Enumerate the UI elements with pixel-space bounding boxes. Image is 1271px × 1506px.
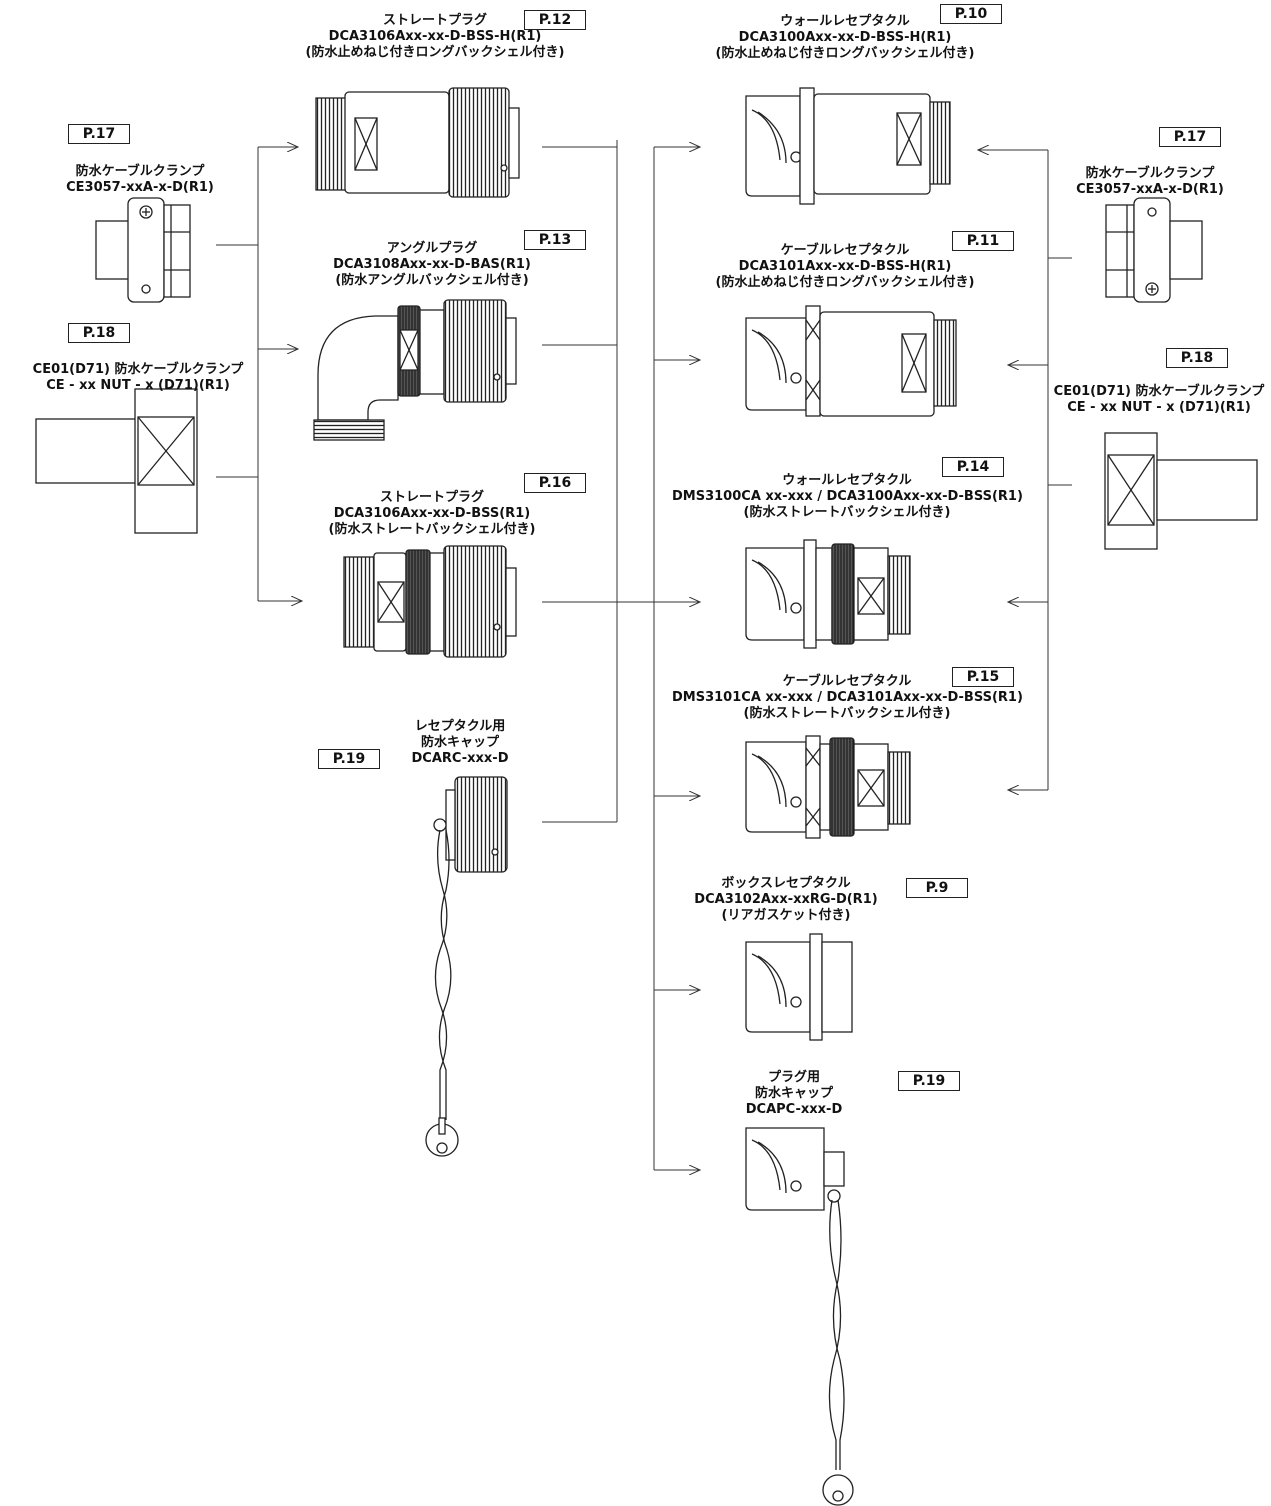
page-ref-cr-bss: P.15 bbox=[952, 667, 1014, 687]
label-wall-receptacle-bss: ウォールレセプタクル DMS3100CA xx-xxx / DCA3100Axx… bbox=[672, 473, 1023, 521]
plug-cap-drawing bbox=[745, 1127, 854, 1506]
page-ref-ce01-left: P.18 bbox=[68, 323, 130, 343]
label-line: プラグ用 bbox=[767, 1070, 820, 1085]
label-line: (防水止めねじ付きロングバックシェル付き) bbox=[715, 46, 975, 61]
page-ref-wr-bss: P.14 bbox=[942, 457, 1004, 477]
label-line: ストレートプラグ bbox=[382, 13, 487, 28]
label-clamp-left: 防水ケーブルクランプ CE3057-xxA-x-D(R1) bbox=[40, 164, 240, 196]
label-line: レセプタクル用 bbox=[414, 719, 506, 734]
label-straight-plug-bss: ストレートプラグ DCA3106Axx-xx-D-BSS(R1) (防水ストレー… bbox=[292, 490, 572, 538]
label-line: DCA3101Axx-xx-D-BSS-H(R1) bbox=[738, 259, 952, 274]
ce01-clamp-left-drawing bbox=[35, 388, 198, 534]
connector-lines bbox=[216, 140, 1072, 1170]
straight-plug-bss-drawing bbox=[343, 545, 517, 658]
label-line: 防水ケーブルクランプ bbox=[1085, 166, 1215, 181]
page-ref-cr-bssh: P.11 bbox=[952, 231, 1014, 251]
label-line: (防水ストレートバックシェル付き) bbox=[328, 522, 536, 537]
label-line: ウォールレセプタクル bbox=[780, 14, 910, 29]
label-line: DCA3106Axx-xx-D-BSS-H(R1) bbox=[328, 29, 542, 44]
cable-clamp-left-drawing bbox=[95, 197, 191, 303]
straight-plug-bssh-drawing bbox=[315, 87, 520, 198]
label-line: 防水キャップ bbox=[420, 735, 499, 750]
cable-receptacle-bss-drawing bbox=[745, 735, 911, 839]
label-line: ボックスレセプタクル bbox=[721, 876, 851, 891]
wall-receptacle-bssh-drawing bbox=[745, 87, 951, 205]
label-box-receptacle: ボックスレセプタクル DCA3102Axx-xxRG-D(R1) (リアガスケッ… bbox=[676, 876, 896, 924]
page-ref-ce01-right: P.18 bbox=[1166, 348, 1228, 368]
label-line: (防水ストレートバックシェル付き) bbox=[743, 706, 951, 721]
label-line: CE01(D71) 防水ケーブルクランプ bbox=[32, 362, 244, 377]
label-line: DCAPC-xxx-D bbox=[745, 1102, 843, 1117]
label-line: 防水キャップ bbox=[754, 1086, 833, 1101]
page-ref-ap-bas: P.13 bbox=[524, 230, 586, 250]
label-line: CE01(D71) 防水ケーブルクランプ bbox=[1053, 384, 1265, 399]
cable-receptacle-bssh-drawing bbox=[745, 305, 957, 417]
label-line: DCARC-xxx-D bbox=[411, 751, 509, 766]
page-ref-pcap: P.19 bbox=[898, 1071, 960, 1091]
receptacle-cap-drawing bbox=[425, 776, 508, 1157]
label-angle-plug: アングルプラグ DCA3108Axx-xx-D-BAS(R1) (防水アングルバ… bbox=[292, 241, 572, 289]
label-line: ケーブルレセプタクル bbox=[780, 243, 910, 258]
label-line: DCA3108Axx-xx-D-BAS(R1) bbox=[333, 257, 531, 272]
wall-receptacle-bss-drawing bbox=[745, 539, 911, 649]
page-ref-wr-bssh: P.10 bbox=[940, 4, 1002, 24]
page-ref-box: P.9 bbox=[906, 878, 968, 898]
page-ref-clamp-left: P.17 bbox=[68, 124, 130, 144]
label-cable-receptacle-bssh: ケーブルレセプタクル DCA3101Axx-xx-D-BSS-H(R1) (防水… bbox=[680, 243, 1010, 291]
label-line: DCA3102Axx-xxRG-D(R1) bbox=[694, 892, 878, 907]
label-line: CE - xx NUT - x (D71)(R1) bbox=[1067, 400, 1251, 415]
label-clamp-right: 防水ケーブルクランプ CE3057-xxA-x-D(R1) bbox=[1050, 166, 1250, 198]
ce01-clamp-right-drawing bbox=[1104, 432, 1258, 550]
page-ref-clamp-right: P.17 bbox=[1159, 127, 1221, 147]
angle-plug-drawing bbox=[313, 299, 517, 441]
label-line: 防水ケーブルクランプ bbox=[75, 164, 205, 179]
label-straight-plug-bssh: ストレートプラグ DCA3106Axx-xx-D-BSS-H(R1) (防水止め… bbox=[270, 13, 600, 61]
label-line: CE - xx NUT - x (D71)(R1) bbox=[46, 378, 230, 393]
box-receptacle-drawing bbox=[745, 933, 853, 1041]
label-line: DMS3100CA xx-xxx / DCA3100Axx-xx-D-BSS(R… bbox=[672, 489, 1023, 504]
label-wall-receptacle-bssh: ウォールレセプタクル DCA3100Axx-xx-D-BSS-H(R1) (防水… bbox=[680, 14, 1010, 62]
label-line: アングルプラグ bbox=[386, 241, 478, 256]
label-line: DCA3100Axx-xx-D-BSS-H(R1) bbox=[738, 30, 952, 45]
label-ce01-right: CE01(D71) 防水ケーブルクランプ CE - xx NUT - x (D7… bbox=[1050, 384, 1268, 416]
label-line: DMS3101CA xx-xxx / DCA3101Axx-xx-D-BSS(R… bbox=[672, 690, 1023, 705]
label-line: CE3057-xxA-x-D(R1) bbox=[66, 180, 214, 195]
label-plug-cap: プラグ用 防水キャップ DCAPC-xxx-D bbox=[724, 1070, 864, 1118]
label-ce01-left: CE01(D71) 防水ケーブルクランプ CE - xx NUT - x (D7… bbox=[8, 362, 268, 394]
page-ref-sp-bss: P.16 bbox=[524, 473, 586, 493]
label-line: (防水止めねじ付きロングバックシェル付き) bbox=[305, 45, 565, 60]
label-line: ケーブルレセプタクル bbox=[782, 674, 912, 689]
label-line: (リアガスケット付き) bbox=[721, 908, 851, 923]
label-receptacle-cap: レセプタクル用 防水キャップ DCARC-xxx-D bbox=[390, 719, 530, 767]
label-line: CE3057-xxA-x-D(R1) bbox=[1076, 182, 1224, 197]
label-line: (防水アングルバックシェル付き) bbox=[335, 273, 529, 288]
label-line: ウォールレセプタクル bbox=[782, 473, 912, 488]
label-line: (防水止めねじ付きロングバックシェル付き) bbox=[715, 275, 975, 290]
label-line: ストレートプラグ bbox=[379, 490, 484, 505]
label-line: (防水ストレートバックシェル付き) bbox=[743, 505, 951, 520]
label-line: DCA3106Axx-xx-D-BSS(R1) bbox=[333, 506, 531, 521]
page-ref-sp-bssh: P.12 bbox=[524, 10, 586, 30]
cable-clamp-right-drawing bbox=[1105, 197, 1203, 303]
page-ref-rcap: P.19 bbox=[318, 749, 380, 769]
label-cable-receptacle-bss: ケーブルレセプタクル DMS3101CA xx-xxx / DCA3101Axx… bbox=[672, 674, 1023, 722]
